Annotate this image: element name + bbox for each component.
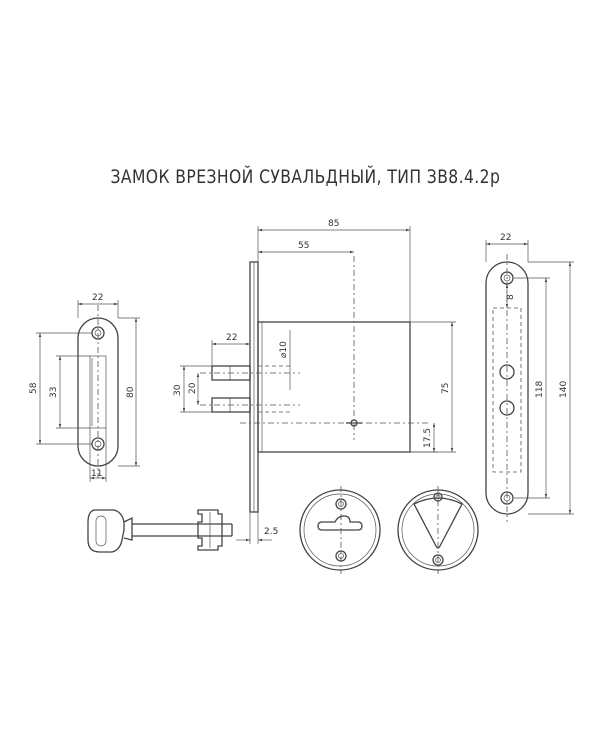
dim-strike-hole-spacing: 58 — [29, 382, 39, 394]
dim-faceplate-width: 22 — [500, 233, 511, 243]
dim-keyhole-offset: 17.5 — [423, 428, 433, 448]
key — [87, 509, 233, 553]
dim-strike-height: 80 — [126, 386, 136, 398]
faceplate-front — [485, 240, 574, 522]
dim-faceplate-thickness: 2.5 — [264, 527, 278, 537]
dim-bolt-diameter: ⌀10 — [279, 341, 289, 358]
escutcheon-keyhole — [299, 486, 381, 574]
dim-body-width: 85 — [328, 219, 339, 229]
drawing-title: ЗАМОК ВРЕЗНОЙ СУВАЛЬДНЫЙ, ТИП ЗВ8.4.2р — [110, 166, 501, 188]
dim-bolt-height: 30 — [173, 384, 183, 396]
strike-plate — [36, 300, 140, 482]
dim-bolt-throw: 22 — [226, 333, 237, 343]
dim-faceplate-height: 140 — [559, 381, 569, 398]
dim-faceplate-recess: 8 — [506, 294, 516, 300]
dim-bolt-spacing: 20 — [188, 382, 198, 394]
escutcheon-cover — [397, 486, 479, 574]
lock-body — [180, 226, 456, 544]
dim-strike-slot-width: 11 — [91, 469, 102, 479]
dim-faceplate-hole-spacing: 118 — [535, 381, 545, 398]
dim-body-height: 75 — [441, 383, 451, 394]
dim-strike-width: 22 — [92, 293, 103, 303]
dim-backset: 55 — [298, 241, 309, 251]
dim-strike-slot: 33 — [49, 387, 59, 398]
